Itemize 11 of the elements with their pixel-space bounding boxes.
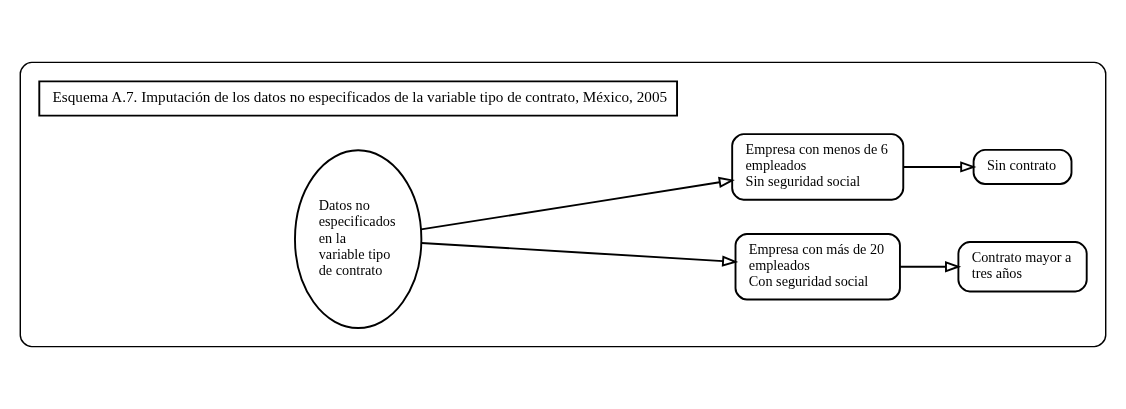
arrow bbox=[902, 161, 977, 173]
node-box: Sin contrato bbox=[972, 148, 1073, 185]
arrow bbox=[420, 176, 735, 231]
arrow bbox=[899, 261, 962, 273]
cluster bbox=[19, 61, 1107, 348]
node-box: Empresa con más de 20 empleados Con seguridad social bbox=[734, 233, 901, 301]
node-box: Esquema A.7. Imputación de los datos no especificados de la variable tipo de contrato, México, 2005 bbox=[38, 80, 678, 117]
node-ellipse: Datos no especificados en la variable tipo de contrato bbox=[294, 149, 423, 329]
node-box: Contrato mayor a tres años bbox=[957, 241, 1088, 293]
arrow bbox=[420, 242, 739, 267]
node-box: Empresa con menos de 6 empleados Sin seguridad social bbox=[731, 133, 905, 201]
